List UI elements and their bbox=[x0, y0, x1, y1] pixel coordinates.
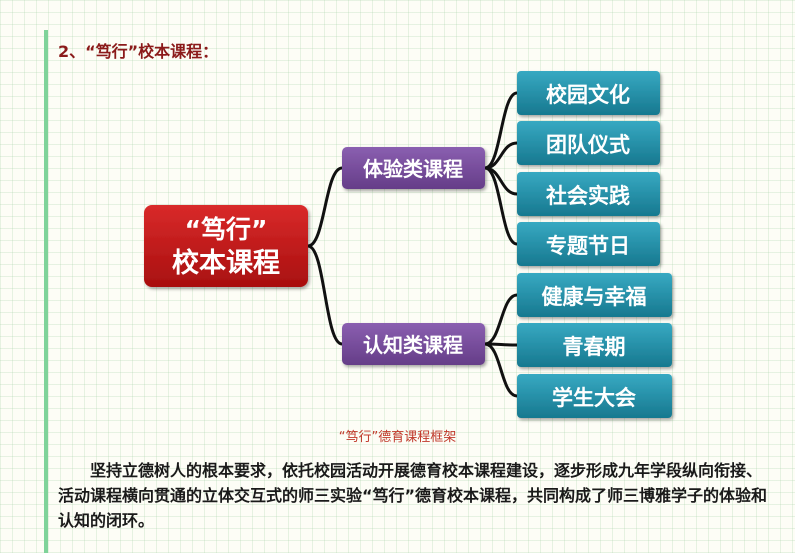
leaf-label: 青春期 bbox=[563, 335, 626, 359]
branch-node-experience: 体验类课程 bbox=[342, 147, 485, 189]
leaf-label: 专题节日 bbox=[546, 234, 630, 258]
branch-label-cognition: 认知类课程 bbox=[363, 333, 463, 357]
leaf-label: 学生大会 bbox=[552, 386, 636, 410]
leaf-label: 团队仪式 bbox=[546, 133, 630, 157]
leaf-label: 校园文化 bbox=[546, 83, 630, 107]
leaf-node-campus-culture: 校园文化 bbox=[517, 71, 660, 115]
root-node: “笃行” 校本课程 bbox=[144, 205, 308, 287]
root-node-line2: 校本课程 bbox=[172, 247, 280, 279]
connector-root-to-cognition bbox=[306, 244, 344, 346]
connector-cognition-to-leaf-0 bbox=[483, 293, 519, 346]
leaf-label: 健康与幸福 bbox=[542, 285, 647, 309]
connector-cognition-to-leaf-2 bbox=[483, 342, 519, 398]
connector-root-to-experience bbox=[306, 166, 344, 248]
leaf-node-theme-festivals: 专题节日 bbox=[517, 222, 660, 266]
body-paragraph: 坚持立德树人的根本要求，依托校园活动开展德育校本课程建设，逐步形成九年学段纵向衔… bbox=[58, 461, 768, 530]
diagram-caption: “笃行”德育课程框架 bbox=[338, 430, 457, 445]
leaf-label: 社会实践 bbox=[545, 184, 630, 208]
leaf-node-social-practice: 社会实践 bbox=[517, 172, 660, 216]
left-accent-rule bbox=[44, 30, 48, 553]
leaf-node-team-ceremony: 团队仪式 bbox=[517, 121, 660, 165]
leaf-node-health-happiness: 健康与幸福 bbox=[517, 273, 672, 317]
section-title: 2、“笃行”校本课程： bbox=[58, 42, 219, 61]
branch-label-experience: 体验类课程 bbox=[363, 157, 463, 181]
connector-experience-to-leaf-0 bbox=[483, 91, 519, 170]
connector-experience-to-leaf-3 bbox=[483, 166, 519, 246]
root-node-line1: “笃行” bbox=[185, 215, 268, 244]
branch-node-cognition: 认知类课程 bbox=[342, 323, 485, 365]
leaf-node-student-assembly: 学生大会 bbox=[517, 374, 672, 418]
leaf-node-adolescence: 青春期 bbox=[517, 323, 672, 367]
